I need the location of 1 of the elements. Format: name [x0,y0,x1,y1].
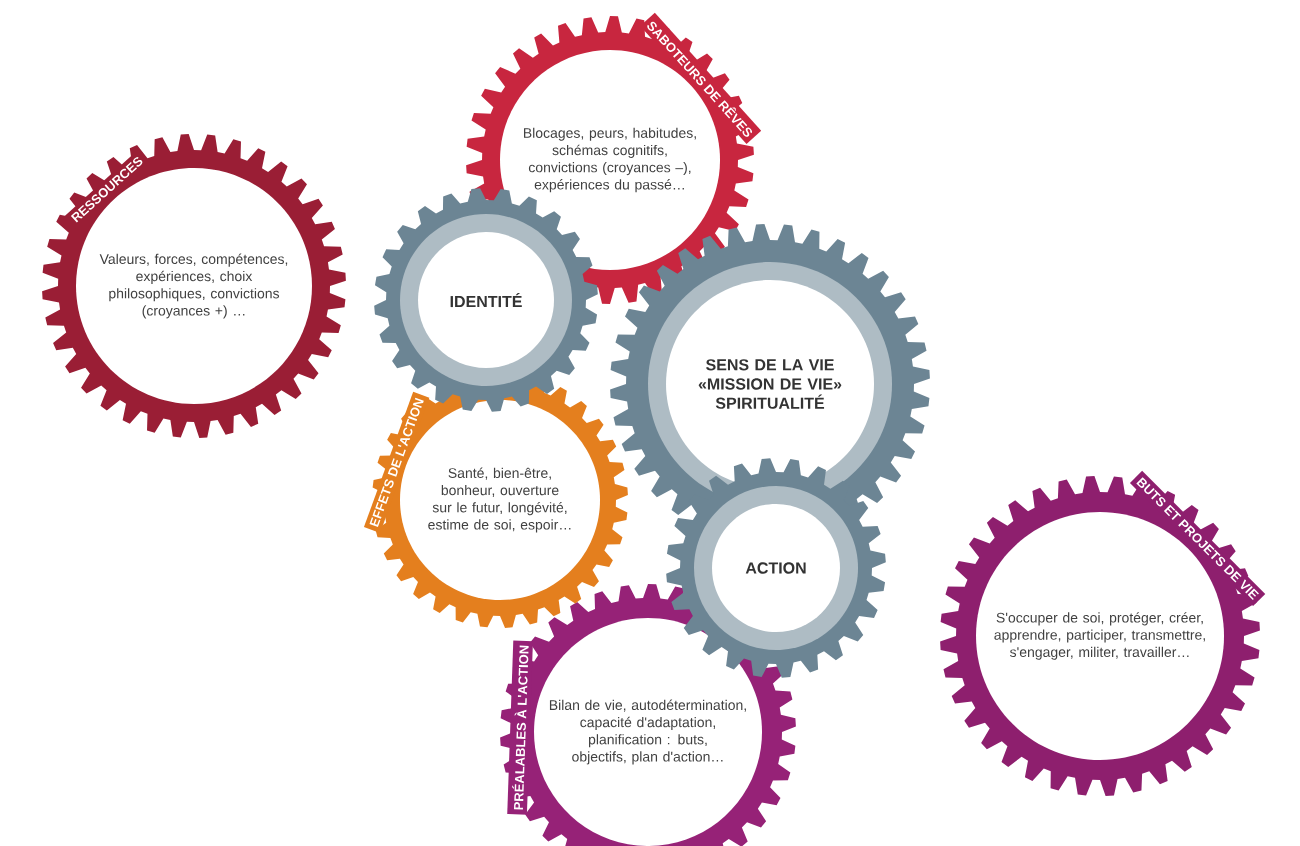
gear: ACTION [666,458,886,678]
